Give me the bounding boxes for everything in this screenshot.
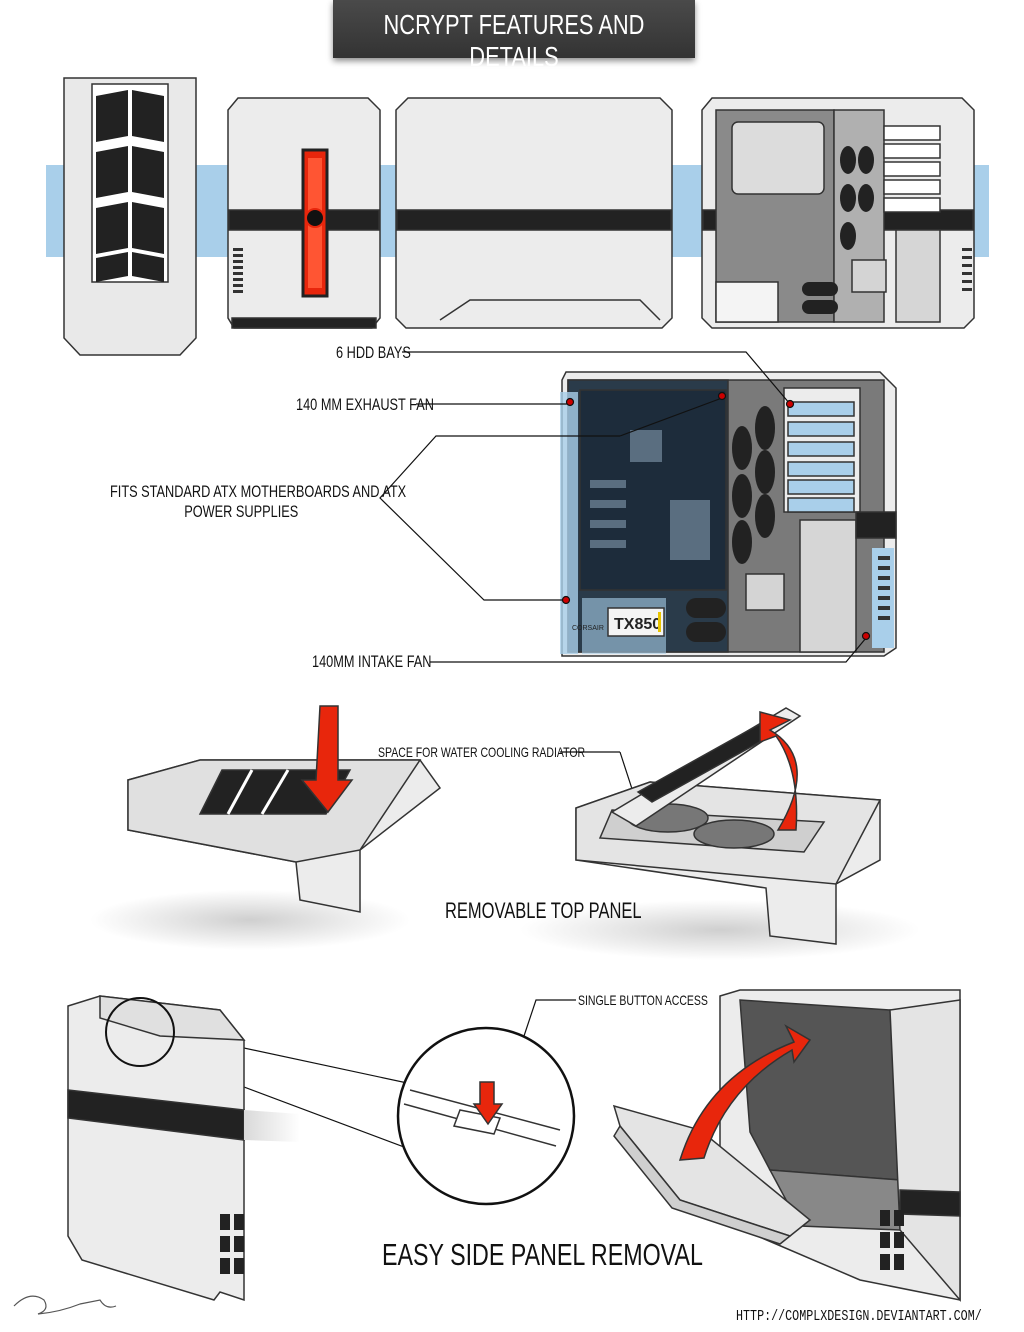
case-top-view (63, 77, 197, 356)
leader-exhaust-2 (619, 397, 723, 437)
case-closed-angle (67, 995, 300, 1302)
case-side-view (395, 97, 673, 329)
leader-hdd (402, 351, 791, 405)
leader-atx (379, 435, 620, 601)
section-title-top-panel: REMOVABLE TOP PANEL (445, 898, 642, 923)
label-atx: FITS STANDARD ATX MOTHERBOARDS AND ATX P… (110, 482, 407, 523)
label-exhaust-fan: 140 MM EXHAUST FAN (296, 395, 434, 414)
case-open-angle (612, 989, 961, 1303)
title-banner: NCRYPT FEATURES AND DETAILS (333, 0, 695, 72)
signature (13, 1295, 117, 1315)
top-panel-closed (90, 705, 442, 950)
psu-label: TX850 (614, 616, 661, 633)
label-hdd-bays: 6 HDD BAYS (336, 343, 411, 362)
dot-exhaust-1 (565, 397, 575, 407)
label-intake-fan: 140MM INTAKE FAN (312, 652, 432, 671)
dot-hdd (785, 399, 795, 409)
leader-intake (430, 637, 867, 663)
button-zoom (396, 1026, 576, 1206)
top-panel-open (520, 707, 920, 960)
label-single-button: SINGLE BUTTON ACCESS (578, 992, 708, 1008)
detailed-interior: CORSAIR TX850 (560, 371, 897, 657)
psu-brand: CORSAIR (572, 625, 604, 632)
dot-atx (561, 595, 571, 605)
label-radiator-space: SPACE FOR WATER COOLING RADIATOR (378, 744, 586, 760)
dot-exhaust-2 (717, 391, 727, 401)
leader-button (523, 999, 576, 1037)
label-atx-line2: POWER SUPPLIES (184, 502, 299, 522)
case-interior-view (701, 97, 975, 329)
case-front-view (227, 97, 381, 329)
footer-url[interactable]: HTTP://COMPLXDESIGN.DEVIANTART.COM/ (736, 1308, 982, 1325)
page-title: NCRYPT FEATURES AND DETAILS (383, 9, 645, 72)
label-atx-line1: FITS STANDARD ATX MOTHERBOARDS AND ATX (110, 482, 407, 501)
dot-intake (861, 631, 871, 641)
section-title-side-panel: EASY SIDE PANEL REMOVAL (382, 1237, 703, 1272)
